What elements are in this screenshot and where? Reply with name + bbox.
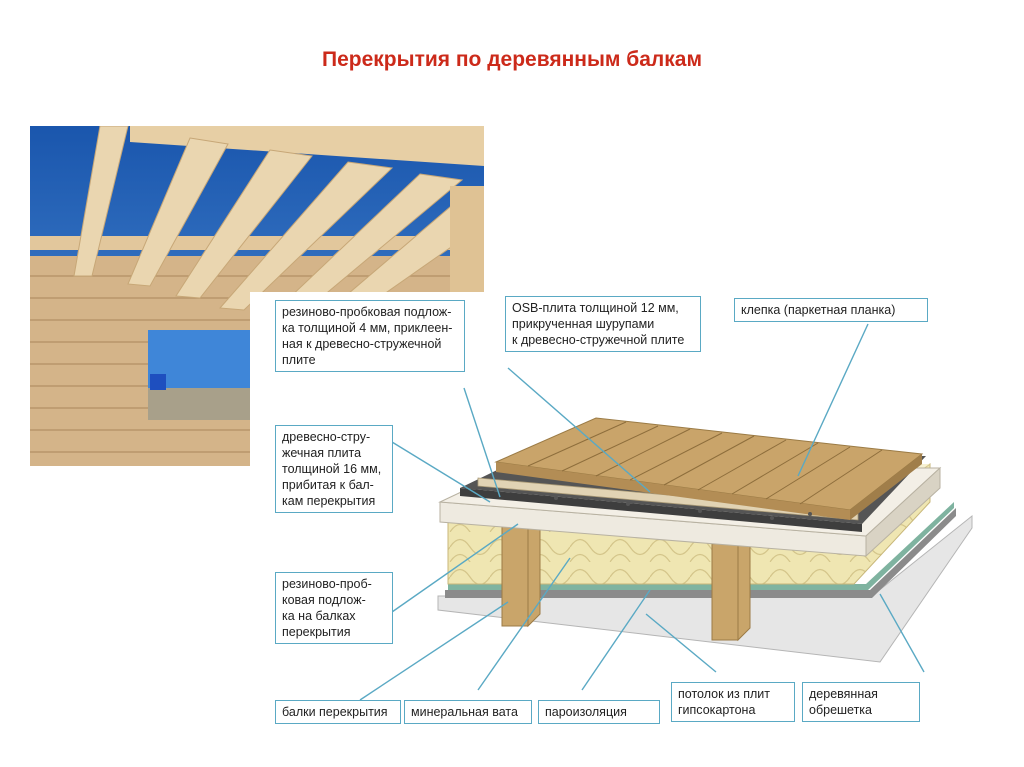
label-beams: балки перекрытия bbox=[275, 700, 401, 724]
label-rubber-cork-top: резиново-пробковая подлож- ка толщиной 4… bbox=[275, 300, 465, 372]
roof-header bbox=[130, 126, 484, 166]
label-ceiling: потолок из плит гипсокартона bbox=[671, 682, 795, 722]
window-machine bbox=[150, 374, 166, 390]
leader-vapor-barrier bbox=[581, 589, 651, 691]
screws bbox=[554, 496, 812, 520]
leader-chipboard bbox=[391, 441, 491, 503]
parquet-plank-lines bbox=[527, 421, 883, 505]
leader-rubber-cork-top bbox=[463, 387, 501, 498]
joists bbox=[73, 126, 484, 333]
leader-mineral-wool bbox=[477, 557, 571, 691]
floor-layers-diagram bbox=[250, 292, 990, 736]
leader-lathing bbox=[879, 593, 925, 673]
label-klepka: клепка (паркетная планка) bbox=[734, 298, 928, 322]
label-vapor-barrier: пароизоляция bbox=[538, 700, 660, 724]
label-rubber-cork-beams: резиново-проб- ковая подлож- ка на балка… bbox=[275, 572, 393, 644]
parquet-layer-front bbox=[496, 462, 850, 520]
label-lathing: деревянная обрешетка bbox=[802, 682, 920, 722]
label-chipboard: древесно-стру- жечная плита толщиной 16 … bbox=[275, 425, 393, 513]
leader-klepka bbox=[797, 323, 869, 477]
leader-lines bbox=[359, 323, 925, 701]
floor-beams bbox=[501, 504, 751, 642]
leader-rubber-cork-beams bbox=[391, 523, 519, 613]
rubber-cork-layer bbox=[460, 488, 862, 532]
window-ground bbox=[148, 388, 258, 420]
leader-beams bbox=[359, 601, 509, 701]
label-mineral-wool: минеральная вата bbox=[404, 700, 532, 724]
parquet-layer-side bbox=[850, 454, 922, 520]
page-title: Перекрытия по деревянным балкам bbox=[322, 48, 702, 71]
label-osb: OSB-плита толщиной 12 мм, прикрученная ш… bbox=[505, 296, 701, 352]
leader-ceiling bbox=[645, 613, 717, 673]
chipboard-side bbox=[865, 466, 941, 558]
leader-osb bbox=[507, 367, 651, 493]
